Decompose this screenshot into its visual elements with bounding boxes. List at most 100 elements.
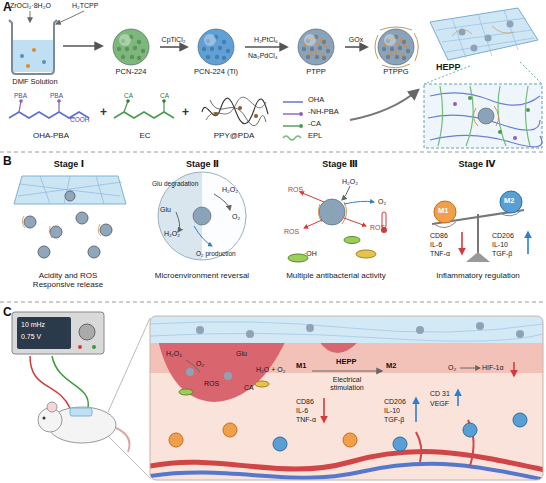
figure-label: M1: [438, 207, 448, 215]
figure-label: IL-6: [430, 241, 442, 249]
shape-art: [319, 38, 322, 41]
shape-art: [471, 45, 478, 52]
shape-art: [162, 99, 166, 103]
shape-art: [436, 10, 534, 58]
shape-art: [38, 246, 50, 258]
shape-art: [438, 86, 530, 146]
material-node: EC: [112, 92, 178, 146]
shape-art: [194, 226, 212, 246]
process-arrow: [345, 46, 367, 48]
shape-art: [314, 50, 317, 53]
figure-label: Stage Ⅳ: [412, 159, 542, 169]
shape-art: [390, 47, 394, 51]
shape-art: [416, 326, 424, 334]
shape-art: [150, 464, 543, 480]
shape-art: [50, 226, 62, 238]
shape-art: [370, 27, 422, 67]
shape-art: [398, 46, 402, 50]
figure-label: Glu: [160, 206, 171, 214]
figure-label: Electrical stimulation: [317, 376, 377, 392]
shape-art: [476, 322, 484, 330]
shape-art: [9, 20, 57, 74]
shape-art: [453, 102, 457, 106]
material-node: 10 mHz0.75 V: [12, 312, 104, 354]
shape-art: [527, 232, 529, 254]
legend-text: -CA: [308, 120, 321, 128]
shape-art: [378, 29, 414, 65]
figure-label: VEGF: [430, 400, 449, 408]
shape-art: [0, 152, 546, 153]
shape-art: [126, 99, 130, 103]
figure-label: O₂: [448, 364, 456, 372]
figure-label: +: [100, 106, 107, 119]
node-label: EC: [112, 132, 178, 141]
figure-label: O₂: [232, 213, 240, 221]
shape-art: [498, 130, 502, 134]
figure-label: Stage Ⅰ: [5, 159, 133, 169]
shape-art: [401, 53, 404, 56]
shape-art: [434, 201, 456, 223]
shape-art: [452, 26, 514, 36]
shape-art: [283, 136, 301, 140]
shape-art: [57, 99, 61, 103]
legend-text: EPL: [308, 132, 322, 140]
shape-art: [461, 232, 463, 254]
shape-art: [19, 99, 23, 103]
node-label: OHA-PBA: [5, 132, 97, 141]
shape-art: [393, 437, 407, 451]
shape-art: [356, 250, 376, 258]
shape-art: [526, 108, 530, 112]
shape-art: [344, 218, 366, 226]
shape-art: [119, 34, 131, 46]
figure-label: Glu: [236, 350, 247, 358]
shape-art: [344, 237, 360, 244]
shape-art: [88, 246, 100, 258]
shape-art: [375, 27, 418, 68]
shape-art: [30, 356, 70, 408]
shape-art: [283, 125, 299, 126]
figure-label: ZrOCl₂·8H₂O: [10, 2, 51, 10]
shape-art: [202, 47, 206, 51]
shape-art: [422, 4, 542, 64]
shape-art: [282, 134, 304, 142]
shape-art: [114, 112, 174, 118]
shape-art: [137, 56, 141, 60]
shape-art: [214, 112, 218, 116]
shape-art: [190, 27, 242, 67]
shape-art: [76, 212, 88, 224]
shape-art: [384, 34, 396, 46]
shape-art: [14, 176, 126, 204]
figure-label: M2: [504, 197, 514, 205]
shape-art: [315, 55, 319, 59]
shape-art: [282, 110, 304, 118]
shape-art: [137, 40, 141, 44]
node-label: PTPPG: [366, 68, 426, 76]
figure-label: H₂O + O₂: [256, 366, 285, 374]
shape-art: [323, 398, 325, 422]
shape-art: [125, 47, 129, 51]
shape-art: [342, 186, 350, 200]
shape-art: [210, 47, 214, 51]
shape-art: [399, 38, 402, 41]
legend-row: -CA: [282, 120, 346, 131]
figure-label: Inflammatory regulation: [428, 272, 528, 281]
figure-label: CD206: [492, 232, 514, 240]
figure-label: O₂ production: [196, 250, 236, 257]
shape-art: [133, 46, 137, 50]
figure-label: COOH: [70, 116, 90, 123]
shape-art: [100, 224, 112, 236]
shape-art: [79, 324, 95, 340]
figure-label: ROS: [204, 380, 219, 388]
shape-art: [26, 64, 30, 68]
node-label: DMF Solution: [4, 78, 66, 86]
node-label: 0.75 V: [21, 333, 41, 341]
figure-label: IL-10: [492, 241, 508, 249]
shape-art: [204, 34, 216, 46]
shape-art: [130, 55, 134, 59]
shape-art: [108, 436, 150, 478]
legend-text: OHA: [308, 96, 324, 104]
shape-art: [344, 201, 374, 204]
edge-label: CpTiCl₂: [162, 36, 186, 44]
shape-art: [17, 317, 71, 349]
